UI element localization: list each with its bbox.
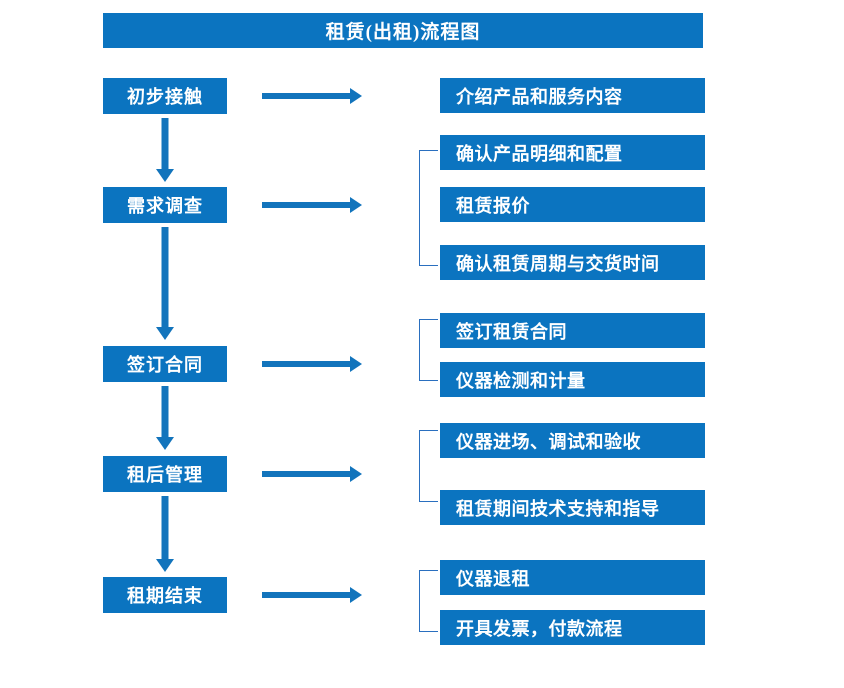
detail-box-confirm-product-details[interactable]: 确认产品明细和配置 xyxy=(440,135,705,170)
detail-box-invoice-payment-process[interactable]: 开具发票，付款流程 xyxy=(440,610,705,645)
detail-box-rental-quotation[interactable]: 租赁报价 xyxy=(440,187,705,222)
right-arrow-stage3 xyxy=(262,354,362,374)
detail-box-sign-rental-contract[interactable]: 签订租赁合同 xyxy=(440,313,705,348)
right-arrow-stage5 xyxy=(262,585,362,605)
group-bracket-stage2 xyxy=(419,150,438,266)
down-arrow-stage1-to-stage2 xyxy=(148,118,182,182)
detail-box-instrument-inspection-metering[interactable]: 仪器检测和计量 xyxy=(440,362,705,397)
detail-box-instrument-entry-debug-acceptance[interactable]: 仪器进场、调试和验收 xyxy=(440,423,705,458)
group-bracket-stage5 xyxy=(419,570,438,632)
stage-box-needs-survey[interactable]: 需求调查 xyxy=(103,187,227,223)
right-arrow-stage2 xyxy=(262,195,362,215)
right-arrow-stage4 xyxy=(262,464,362,484)
stage-box-post-rental-management[interactable]: 租后管理 xyxy=(103,456,227,492)
detail-box-technical-support-guidance[interactable]: 租赁期间技术支持和指导 xyxy=(440,490,705,525)
stage-box-initial-contact[interactable]: 初步接触 xyxy=(103,78,227,114)
group-bracket-stage4 xyxy=(419,430,438,502)
right-arrow-stage1 xyxy=(262,86,362,106)
detail-box-instrument-return[interactable]: 仪器退租 xyxy=(440,560,705,595)
diagram-title: 租赁(出租)流程图 xyxy=(103,13,703,48)
stage-box-rental-end[interactable]: 租期结束 xyxy=(103,577,227,613)
down-arrow-stage2-to-stage3 xyxy=(148,227,182,340)
down-arrow-stage3-to-stage4 xyxy=(148,386,182,450)
group-bracket-stage3 xyxy=(419,319,438,381)
detail-box-intro-products-services[interactable]: 介绍产品和服务内容 xyxy=(440,78,705,113)
stage-box-sign-contract[interactable]: 签订合同 xyxy=(103,346,227,382)
down-arrow-stage4-to-stage5 xyxy=(148,496,182,572)
detail-box-confirm-rental-period-delivery[interactable]: 确认租赁周期与交货时间 xyxy=(440,245,705,280)
